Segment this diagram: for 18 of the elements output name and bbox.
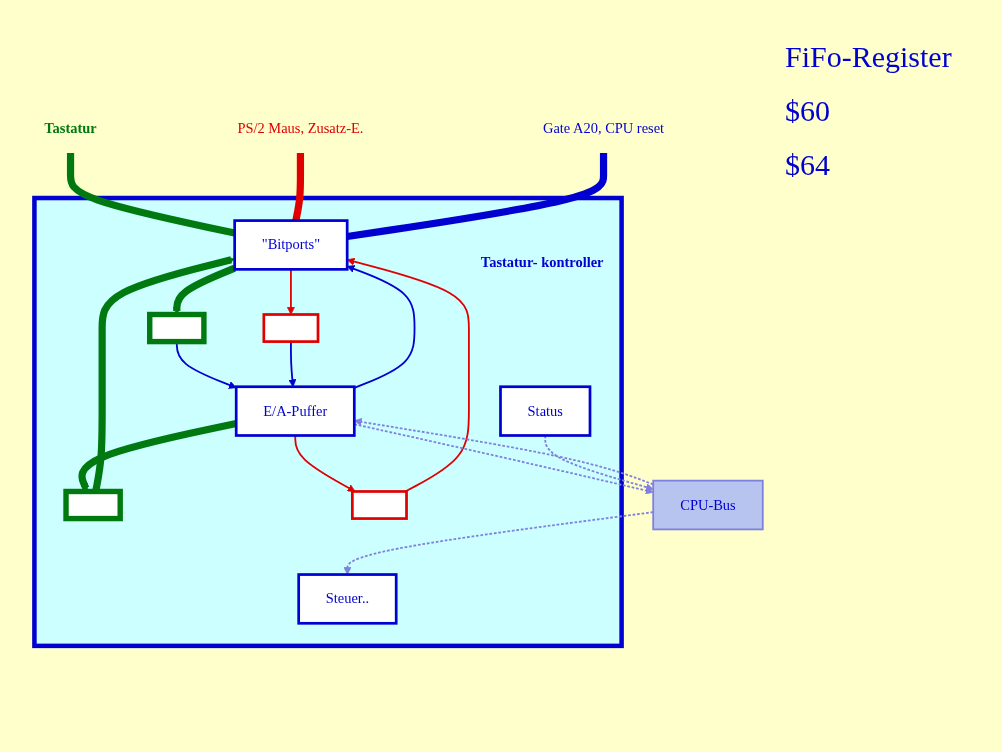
note-text: $64 xyxy=(785,148,831,182)
node-box: CPU-Bus xyxy=(652,479,764,531)
node-text: Tastatur xyxy=(44,120,97,136)
node-box: "Bitports" xyxy=(233,219,349,271)
node-text: Gate A20, CPU reset xyxy=(542,120,665,136)
note-text: FiFo-Register xyxy=(785,40,953,74)
node-box xyxy=(147,311,207,345)
node-box xyxy=(351,490,408,520)
node-box: E/A-Puffer xyxy=(234,385,356,437)
node-box: Steuer.. xyxy=(297,573,398,625)
arrow xyxy=(346,265,416,389)
node-box: Status xyxy=(499,385,592,437)
node-box xyxy=(63,488,123,522)
note-text: $60 xyxy=(785,94,831,128)
node-text: PS/2 Maus, Zusatz-E. xyxy=(237,120,364,136)
arrow xyxy=(346,257,470,493)
node-box xyxy=(262,313,320,343)
arrow xyxy=(172,264,237,315)
